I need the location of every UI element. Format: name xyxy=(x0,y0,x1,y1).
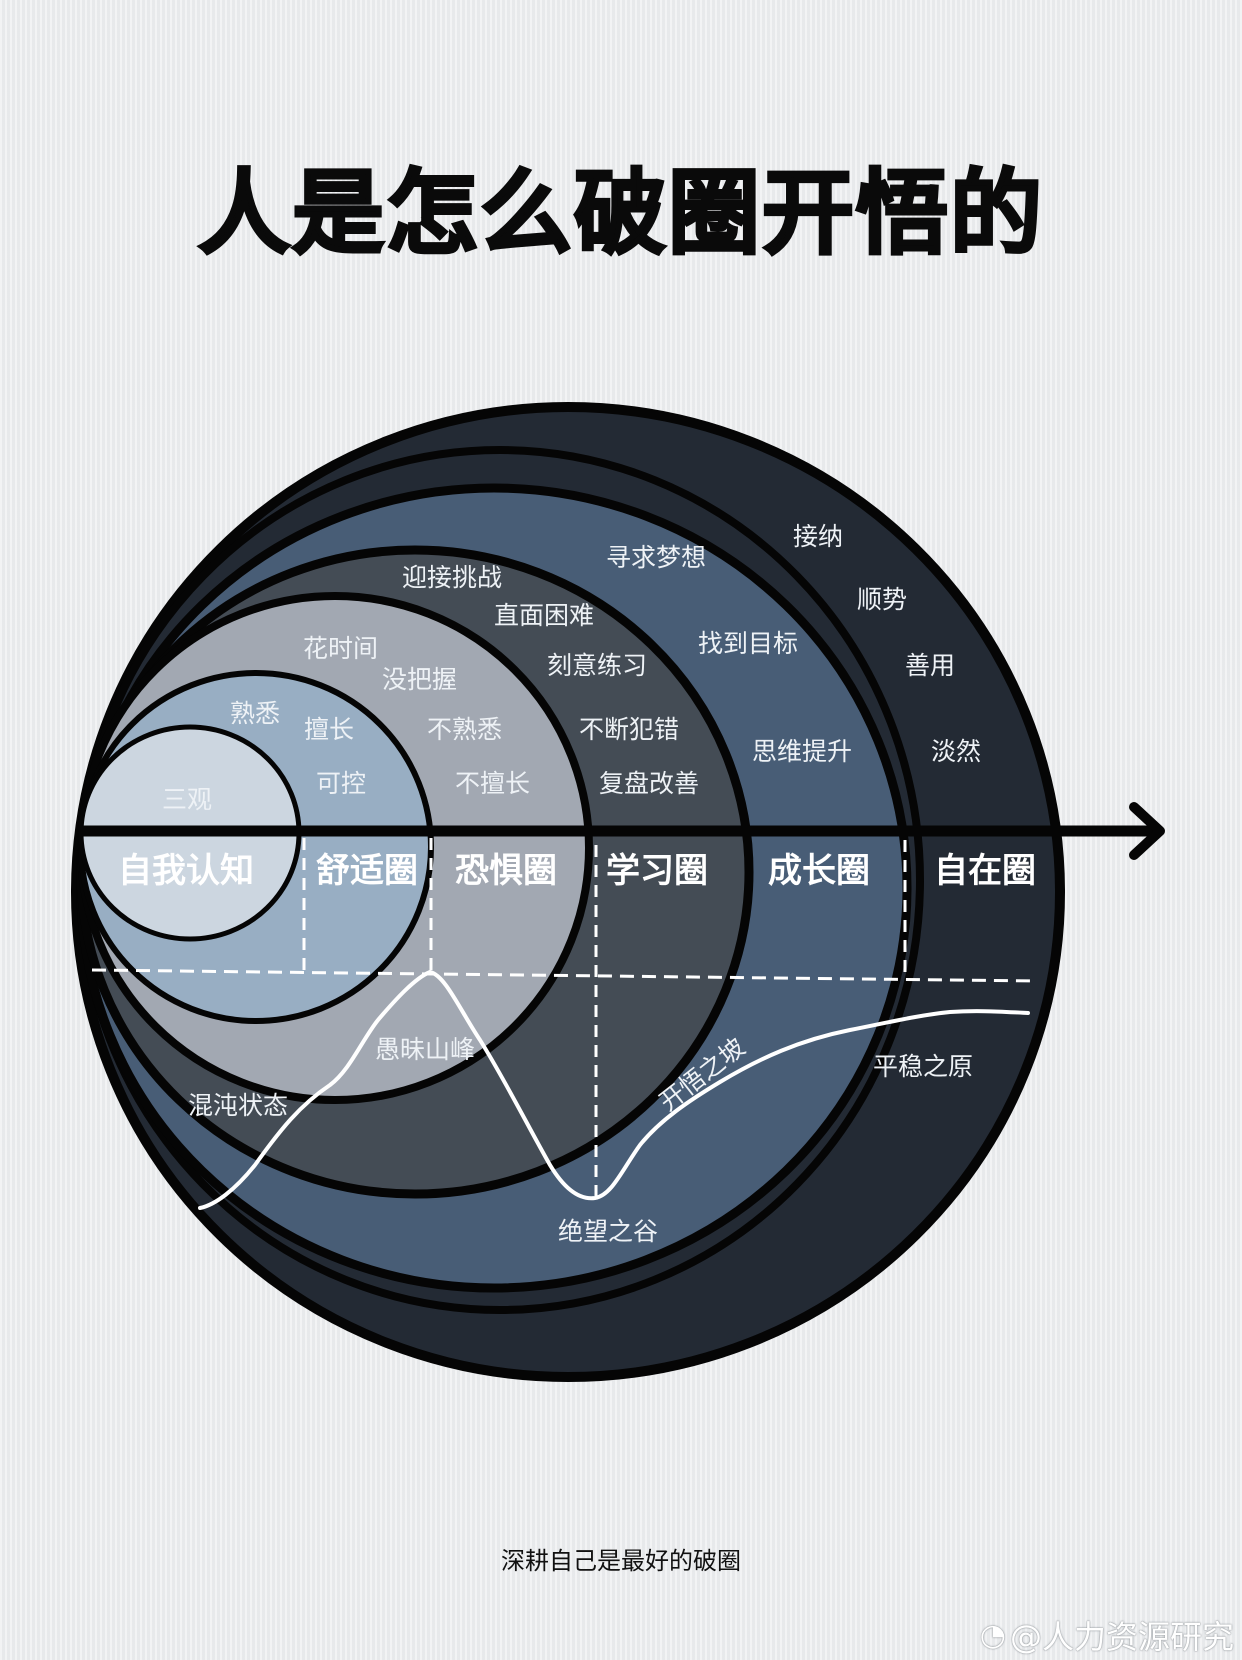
keyword-freedom: 善用 xyxy=(905,651,955,680)
watermark: ◔ @人力资源研究 xyxy=(980,1612,1234,1658)
zone-self-awareness: 自我认知 xyxy=(118,851,254,891)
zone-fear: 恐惧圈 xyxy=(455,851,557,891)
reference-dashed-line xyxy=(91,968,1037,983)
stage-plateau: 平稳之原 xyxy=(873,1052,973,1081)
zone-comfort: 舒适圈 xyxy=(316,851,418,891)
keyword-comfort: 可控 xyxy=(316,769,366,798)
stage-valley-of-despair: 绝望之谷 xyxy=(558,1217,658,1246)
keyword-fear: 没把握 xyxy=(382,665,457,694)
dunning-kruger-curve xyxy=(198,969,1030,1210)
zone-growth: 成长圈 xyxy=(768,851,870,891)
page-title: 人是怎么破圈开悟的 xyxy=(196,160,1044,267)
keyword-freedom: 顺势 xyxy=(857,585,907,614)
stage-chaos: 混沌状态 xyxy=(188,1091,288,1120)
keyword-comfort: 熟悉 xyxy=(230,699,280,728)
keyword-fear: 花时间 xyxy=(303,634,378,663)
weibo-icon: ◔ xyxy=(979,1617,1006,1653)
caption: 深耕自己是最好的破圈 xyxy=(501,1547,741,1575)
keyword-growth: 找到目标 xyxy=(698,629,798,658)
keyword-learning: 迎接挑战 xyxy=(402,563,502,592)
keyword-self: 三观 xyxy=(162,785,212,814)
keyword-freedom: 淡然 xyxy=(931,737,981,766)
arrow-head-icon xyxy=(1129,802,1165,860)
keyword-freedom: 接纳 xyxy=(793,522,843,551)
keyword-fear: 不擅长 xyxy=(455,769,530,798)
keyword-learning: 不断犯错 xyxy=(579,715,679,744)
keyword-learning: 刻意练习 xyxy=(547,651,647,680)
keyword-learning: 复盘改善 xyxy=(599,769,699,798)
zone-freedom: 自在圈 xyxy=(934,851,1036,891)
keyword-fear: 不熟悉 xyxy=(427,715,502,744)
keyword-learning: 直面困难 xyxy=(494,601,594,630)
keyword-growth: 寻求梦想 xyxy=(606,543,706,572)
watermark-text: @人力资源研究 xyxy=(1009,1618,1234,1656)
zone-learning: 学习圈 xyxy=(606,851,708,891)
zone-dividers xyxy=(302,838,907,1196)
keyword-growth: 思维提升 xyxy=(752,737,852,766)
keyword-comfort: 擅长 xyxy=(304,715,354,744)
stage-peak-of-ignorance: 愚昧山峰 xyxy=(375,1035,475,1064)
